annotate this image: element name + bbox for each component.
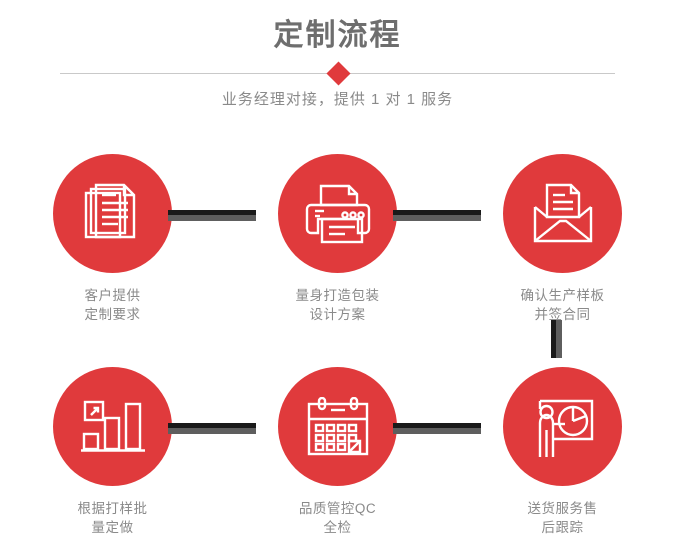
title-divider xyxy=(60,61,615,86)
connector-bar-gray xyxy=(393,215,481,221)
flow-step-3-circle xyxy=(503,154,622,273)
flow-step-5-circle xyxy=(278,367,397,486)
flow-step-2-circle xyxy=(278,154,397,273)
connector-bar-gray xyxy=(168,215,256,221)
flow-step-2[interactable]: 量身打造包装 设计方案 xyxy=(225,130,450,324)
process-flow: 客户提供 定制要求 xyxy=(0,130,675,550)
connector-step3-step6 xyxy=(551,320,562,358)
flow-step-5-label: 品质管控QC 全检 xyxy=(298,501,377,535)
flow-step-6-label: 送货服务售 后跟踪 xyxy=(527,501,598,535)
connector-bar-dark xyxy=(551,320,556,358)
connector-bar-dark xyxy=(168,423,256,428)
connector-step4-step5 xyxy=(168,423,256,434)
flow-row-top: 客户提供 定制要求 xyxy=(0,130,675,358)
flow-step-1-label: 客户提供 定制要求 xyxy=(84,288,141,322)
diamond-marker-icon xyxy=(325,61,351,86)
flow-step-4[interactable]: 根据打样批 量定做 xyxy=(0,343,225,537)
flow-step-3[interactable]: 确认生产样板 并签合同 xyxy=(450,130,675,324)
connector-bar-gray xyxy=(168,428,256,434)
envelope-document-icon xyxy=(533,183,592,242)
presenter-pie-chart-icon xyxy=(538,399,593,457)
page-title: 定制流程 xyxy=(273,19,402,52)
page-subtitle: 业务经理对接，提供 1 对 1 服务 xyxy=(221,91,454,108)
flow-step-1[interactable]: 客户提供 定制要求 xyxy=(0,130,225,324)
page-header: 定制流程 业务经理对接，提供 1 对 1 服务 xyxy=(0,0,675,130)
connector-bar-gray xyxy=(393,428,481,434)
flow-step-4-label: 根据打样批 量定做 xyxy=(77,501,148,535)
flow-step-6-circle xyxy=(503,367,622,486)
connector-bar-dark xyxy=(393,423,481,428)
connector-step1-step2 xyxy=(168,210,256,221)
printer-icon xyxy=(305,184,370,243)
flow-step-2-label: 量身打造包装 设计方案 xyxy=(295,288,380,322)
connector-step2-step3 xyxy=(393,210,481,221)
connector-step5-step6 xyxy=(393,423,481,434)
flow-row-bottom: 根据打样批 量定做 xyxy=(0,343,675,555)
calendar-icon xyxy=(307,396,368,455)
bar-chart-growth-icon xyxy=(80,400,145,452)
connector-bar-gray xyxy=(556,320,562,358)
flow-step-3-label: 确认生产样板 并签合同 xyxy=(520,288,605,322)
flow-step-5[interactable]: 品质管控QC 全检 xyxy=(225,343,450,537)
connector-bar-dark xyxy=(168,210,256,215)
flow-step-4-circle xyxy=(53,367,172,486)
connector-bar-dark xyxy=(393,210,481,215)
flow-step-6[interactable]: 送货服务售 后跟踪 xyxy=(450,343,675,537)
flow-step-1-circle xyxy=(53,154,172,273)
documents-stack-icon xyxy=(84,183,135,238)
